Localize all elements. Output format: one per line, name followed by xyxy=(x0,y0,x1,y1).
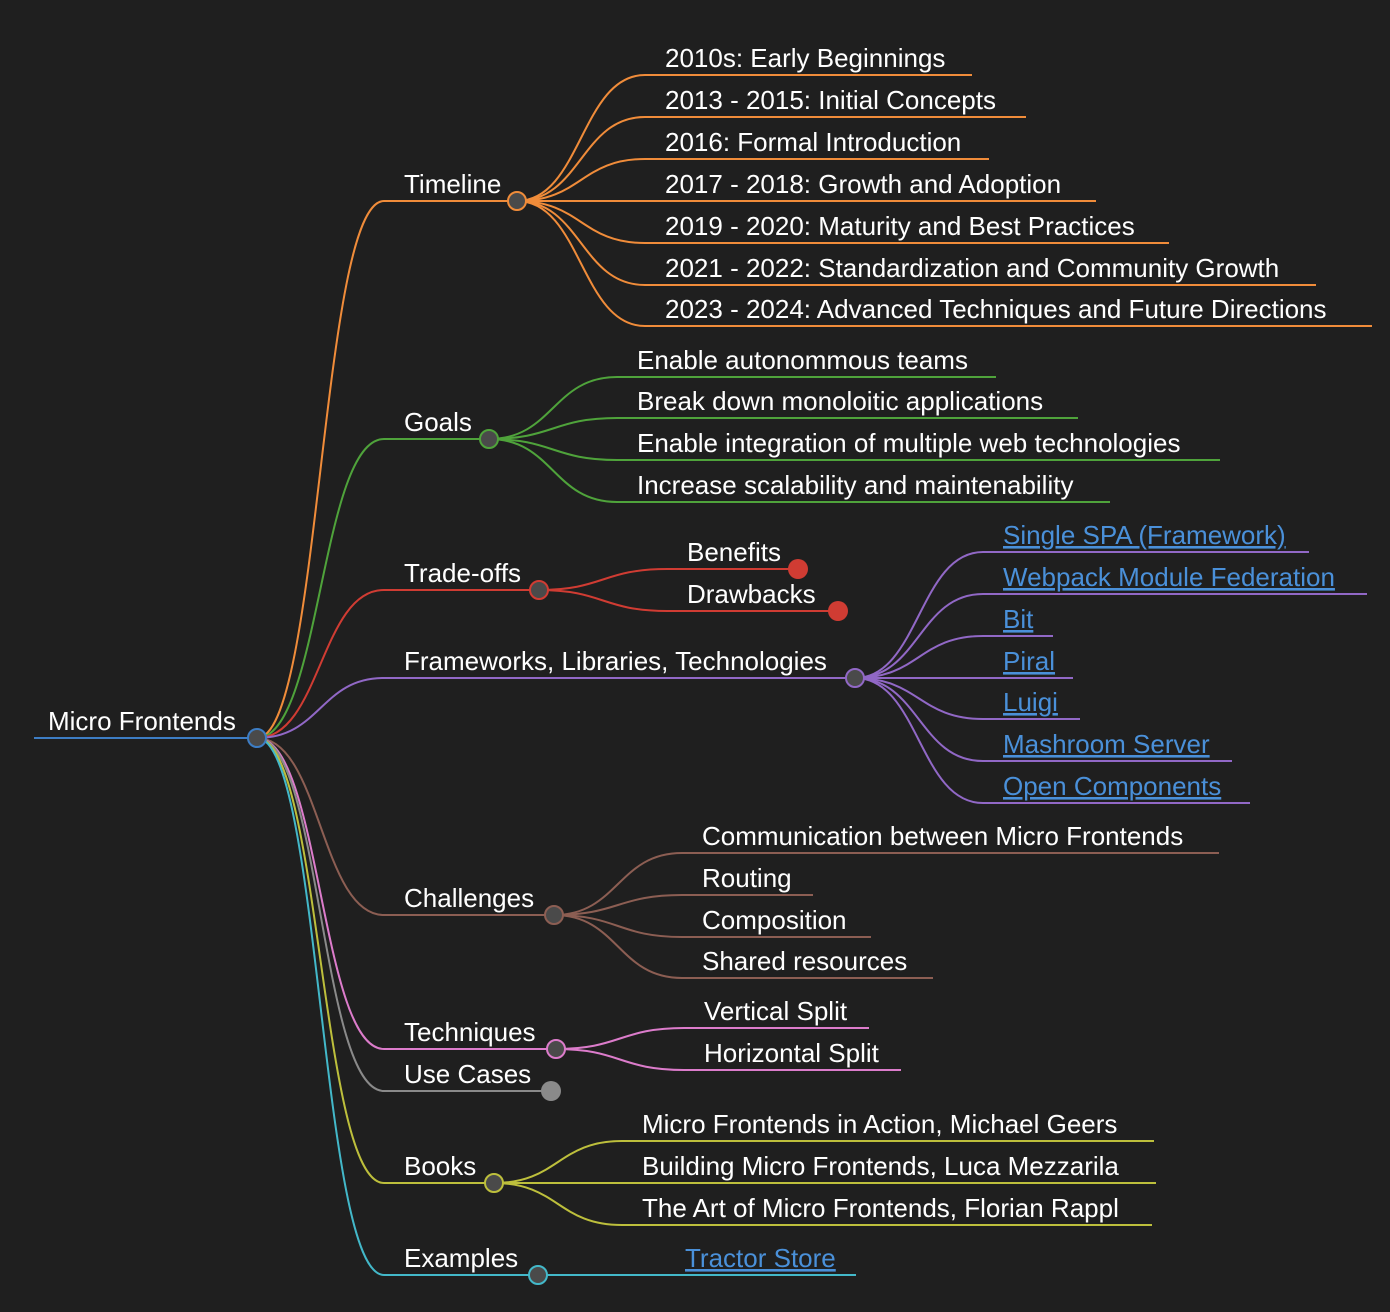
node-label-timeline-4: 2019 - 2020: Maturity and Best Practices xyxy=(665,211,1135,241)
node-label-timeline-3: 2017 - 2018: Growth and Adoption xyxy=(665,169,1061,199)
node-label-timeline-0: 2010s: Early Beginnings xyxy=(665,43,945,73)
edge-frameworks-4 xyxy=(854,677,984,720)
node-label-tradeoffs-0: Benefits xyxy=(687,537,781,567)
link-frameworks-0[interactable]: Single SPA (Framework) xyxy=(1003,520,1286,550)
node-label-goals-1: Break down monoloitic applications xyxy=(637,386,1043,416)
toggle-node-goals[interactable] xyxy=(479,429,499,449)
edge-root-examples xyxy=(256,737,385,1276)
link-frameworks-1[interactable]: Webpack Module Federation xyxy=(1003,562,1335,592)
edge-timeline-2 xyxy=(516,158,646,202)
edge-challenges-2 xyxy=(553,914,683,938)
link-frameworks-6[interactable]: Open Components xyxy=(1003,771,1221,801)
edge-goals-2 xyxy=(488,438,618,461)
toggle-node-books[interactable] xyxy=(484,1173,504,1193)
node-label-challenges-2: Composition xyxy=(702,905,847,935)
branch-label-timeline: Timeline xyxy=(404,169,501,199)
edge-frameworks-6 xyxy=(854,677,984,804)
branch-label-frameworks: Frameworks, Libraries, Technologies xyxy=(404,646,827,676)
toggle-node-tradeoffs[interactable] xyxy=(529,580,549,600)
edge-timeline-4 xyxy=(516,200,646,244)
collapsed-node-usecases[interactable] xyxy=(541,1081,561,1101)
collapsed-node-tradeoffs-1[interactable] xyxy=(828,601,848,621)
node-label-timeline-2: 2016: Formal Introduction xyxy=(665,127,961,157)
link-frameworks-4[interactable]: Luigi xyxy=(1003,687,1058,717)
edge-timeline-0 xyxy=(516,74,646,202)
node-label-timeline-1: 2013 - 2015: Initial Concepts xyxy=(665,85,996,115)
root-label: Micro Frontends xyxy=(48,706,236,736)
edge-root-timeline xyxy=(256,200,385,739)
mindmap-edges xyxy=(256,74,984,1277)
node-label-challenges-3: Shared resources xyxy=(702,946,907,976)
edge-root-usecases xyxy=(256,737,385,1092)
branch-label-books: Books xyxy=(404,1151,476,1181)
node-label-challenges-1: Routing xyxy=(702,863,792,893)
toggle-node-challenges[interactable] xyxy=(544,905,564,925)
edge-frameworks-0 xyxy=(854,551,984,679)
collapsed-node-tradeoffs-0[interactable] xyxy=(788,559,808,579)
edge-techniques-0 xyxy=(555,1027,685,1050)
node-label-timeline-5: 2021 - 2022: Standardization and Communi… xyxy=(665,253,1279,283)
node-label-goals-3: Increase scalability and maintenability xyxy=(637,470,1073,500)
node-label-challenges-0: Communication between Micro Frontends xyxy=(702,821,1183,851)
edge-timeline-6 xyxy=(516,200,646,327)
branch-label-challenges: Challenges xyxy=(404,883,534,913)
edge-tradeoffs-1 xyxy=(538,589,668,612)
toggle-node-examples[interactable] xyxy=(528,1265,548,1285)
edge-tradeoffs-0 xyxy=(538,568,668,591)
edge-frameworks-2 xyxy=(854,635,984,679)
link-examples-0[interactable]: Tractor Store xyxy=(685,1243,836,1273)
edge-frameworks-1 xyxy=(854,593,984,679)
node-label-goals-2: Enable integration of multiple web techn… xyxy=(637,428,1180,458)
node-label-techniques-0: Vertical Split xyxy=(704,996,848,1026)
branch-label-examples: Examples xyxy=(404,1243,518,1273)
edge-goals-3 xyxy=(488,438,618,503)
edge-root-techniques xyxy=(256,737,385,1050)
branch-label-techniques: Techniques xyxy=(404,1017,536,1047)
mindmap-circles[interactable] xyxy=(247,191,865,1285)
edge-books-2 xyxy=(493,1182,623,1226)
edge-goals-0 xyxy=(488,376,618,440)
edge-challenges-1 xyxy=(553,894,683,916)
edge-timeline-5 xyxy=(516,200,646,286)
node-label-timeline-6: 2023 - 2024: Advanced Techniques and Fut… xyxy=(665,294,1327,324)
edge-timeline-1 xyxy=(516,116,646,202)
node-label-books-2: The Art of Micro Frontends, Florian Rapp… xyxy=(642,1193,1119,1223)
edge-root-tradeoffs xyxy=(256,589,385,739)
edge-challenges-3 xyxy=(553,914,683,979)
edge-challenges-0 xyxy=(553,852,683,916)
edge-root-frameworks xyxy=(256,677,385,739)
toggle-node-root[interactable] xyxy=(247,728,267,748)
toggle-node-timeline[interactable] xyxy=(507,191,527,211)
node-label-goals-0: Enable autonommous teams xyxy=(637,345,968,375)
edge-techniques-1 xyxy=(555,1048,685,1071)
mindmap-underlines xyxy=(34,74,1372,1276)
toggle-node-frameworks[interactable] xyxy=(845,668,865,688)
node-label-techniques-1: Horizontal Split xyxy=(704,1038,880,1068)
node-label-tradeoffs-1: Drawbacks xyxy=(687,579,816,609)
edge-root-books xyxy=(256,737,385,1184)
branch-label-tradeoffs: Trade-offs xyxy=(404,558,521,588)
toggle-node-techniques[interactable] xyxy=(546,1039,566,1059)
edge-books-0 xyxy=(493,1140,623,1184)
edge-goals-1 xyxy=(488,417,618,440)
edge-root-challenges xyxy=(256,737,385,916)
node-label-books-0: Micro Frontends in Action, Michael Geers xyxy=(642,1109,1117,1139)
edge-root-goals xyxy=(256,438,385,739)
link-frameworks-3[interactable]: Piral xyxy=(1003,646,1055,676)
mindmap-labels: Micro Frontends Timeline 2010s: Early Begi… xyxy=(48,43,1335,1273)
link-frameworks-2[interactable]: Bit xyxy=(1003,604,1034,634)
branch-label-goals: Goals xyxy=(404,407,472,437)
branch-label-usecases: Use Cases xyxy=(404,1059,531,1089)
edge-frameworks-5 xyxy=(854,677,984,762)
node-label-books-1: Building Micro Frontends, Luca Mezzarila xyxy=(642,1151,1119,1181)
link-frameworks-5[interactable]: Mashroom Server xyxy=(1003,729,1210,759)
